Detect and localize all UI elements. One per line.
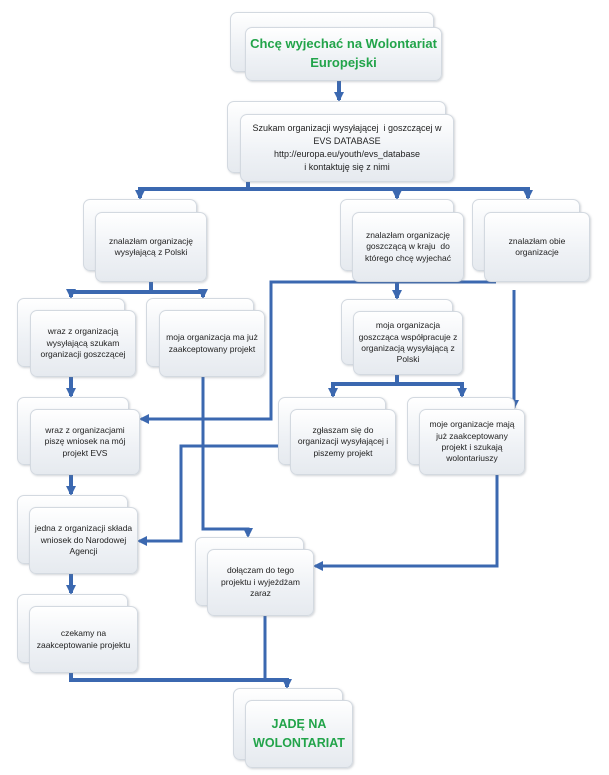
conn-polish-split — [66, 282, 153, 299]
node-apply-sending-text: zgłaszam się do organizacji wysyłającej … — [297, 424, 389, 458]
node-found-polish-text: znalazłam organizację wysyłającą z Polsk… — [108, 235, 194, 257]
node-submit-agency-text: jedna z organizacji składa wniosek do Na… — [34, 523, 133, 557]
conn-cooperates-both-accepted — [397, 382, 467, 398]
conn-both-to-write — [139, 280, 496, 424]
conn-both-accepted-to-join — [313, 475, 499, 571]
node-write-application-text: wraz z organizacjami piszę wniosek na mó… — [44, 424, 126, 458]
conn-search-host — [248, 187, 402, 200]
node-search-text: Szukam organizacji wysyłającej i goszczą… — [252, 122, 442, 173]
node-both-accepted-text: moje organizacje mają już zaakceptowany … — [429, 419, 515, 464]
node-search-host-with-sending-text: wraz z organizacją wysyłającą szukam org… — [40, 326, 126, 360]
conn-cooperates-split — [328, 375, 399, 398]
node-accepted-project-text: moja organizacja ma już zaakceptowany pr… — [166, 332, 258, 354]
node-found-both-text: znalazłam obie organizacje — [508, 235, 566, 257]
node-found-host-text: znalazłam organizację goszczącą w kraju … — [365, 229, 451, 263]
node-wait-acceptance-text: czekamy na zaakceptowanie projektu — [36, 628, 131, 650]
conn-search-polish — [135, 182, 250, 200]
conn-search-both — [397, 187, 533, 200]
conn-apply-to-submit — [137, 444, 290, 546]
node-start-text: Chcę wyjechać na Wolontariat Europejski — [250, 36, 437, 70]
conn-polish-accepted — [151, 289, 208, 299]
conn-accepted-to-join — [201, 338, 253, 538]
node-host-cooperates-text: moja organizacja goszcząca współpracuje … — [358, 320, 458, 365]
node-join-project-text: dołączam do tego projektu i wyjeżdżam za… — [221, 565, 300, 599]
node-finish-text: JADĘ NA WOLONTARIAT — [253, 716, 345, 750]
conn-wait-finish — [69, 673, 292, 689]
